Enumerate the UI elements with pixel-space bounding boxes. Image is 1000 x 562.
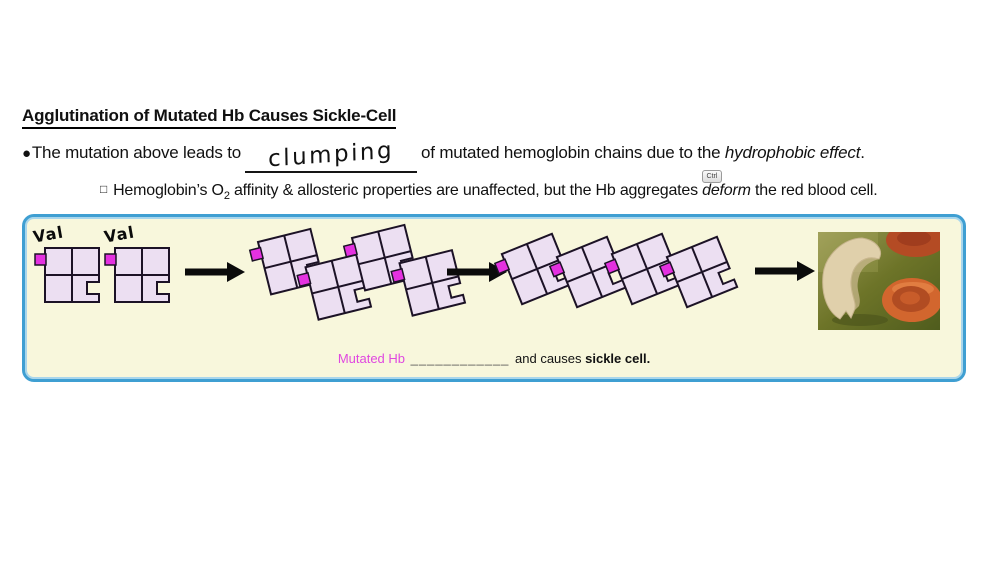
sickle-cell-icon: [822, 237, 881, 320]
bullet-dot-icon: ●: [22, 145, 31, 162]
arrow-right-icon-1: [185, 262, 245, 282]
hb-aggregation-diagram: [34, 223, 940, 330]
bullet2-text-start: Hemoglobin’s O: [113, 182, 224, 199]
bullet-mutation-line: ●The mutation above leads to clumping of m…: [22, 138, 865, 173]
caption-middle-text: and causes: [511, 351, 586, 366]
bullet-square-icon: □: [100, 182, 108, 196]
ctrl-key-badge: Ctrl: [702, 170, 722, 183]
subbullet-affinity-line: □ Hemoglobin’s O2 affinity & allosteric p…: [100, 182, 878, 202]
bullet1-period: .: [860, 143, 865, 162]
diagram-caption: Mutated Hb ____________ and causes sickl…: [25, 351, 963, 366]
sickle-cell-photo: [818, 232, 940, 330]
bullet1-italic-phrase: hydrophobic effect: [724, 143, 861, 162]
caption-accent-label: Mutated Hb: [337, 351, 406, 366]
hb-tetramer-1: [34, 247, 100, 303]
arrow-right-icon-3: [755, 261, 815, 281]
hb-tetramer-2: [104, 247, 170, 303]
bullet1-text-before: The mutation above leads to: [31, 143, 242, 162]
crescent-shadow: [832, 314, 888, 326]
tetramer-pair-2: [341, 223, 466, 320]
bullet2-text-middle: affinity & allosteric properties are una…: [229, 182, 703, 199]
caption-blank: ____________: [410, 351, 510, 366]
diagram-panel: Val Val Mutated Hb ____________ and caus…: [22, 214, 966, 382]
page-title: Agglutination of Mutated Hb Causes Sickl…: [22, 106, 396, 129]
bullet2-text-end: the red blood cell.: [750, 182, 878, 199]
tetramer-pair-1: [247, 227, 372, 324]
hb-polymer-chain: [491, 232, 739, 312]
rbc-bottom-icon: [882, 278, 940, 322]
bullet1-text-after: of mutated hemoglobin chains due to the: [421, 143, 725, 162]
handwritten-blank: clumping: [245, 138, 418, 173]
bullet2-italic-word: deform: [702, 182, 751, 199]
oxygen-subscript: 2: [223, 190, 230, 203]
caption-bold-phrase: sickle cell.: [585, 351, 651, 366]
handwritten-answer: clumping: [267, 137, 395, 173]
